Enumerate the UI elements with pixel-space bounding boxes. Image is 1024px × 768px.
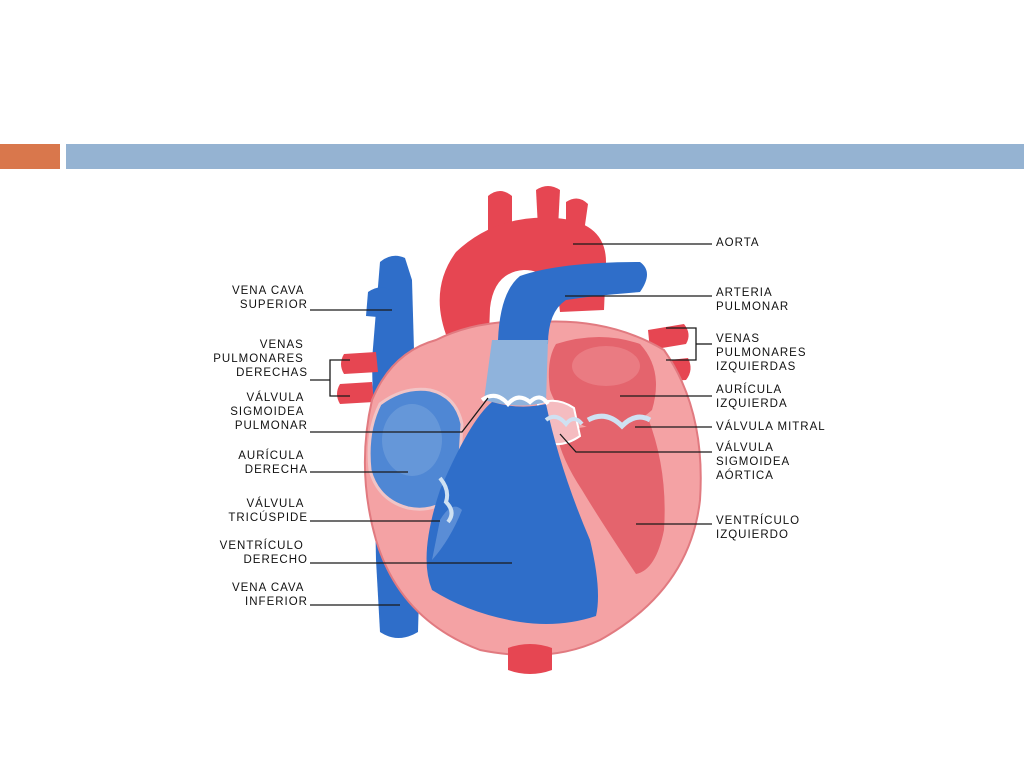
pulmonary-artery-vessel — [498, 262, 647, 344]
label-venas-pulmonares-izquierdas: VENAS PULMONARES IZQUIERDAS — [716, 333, 811, 373]
left-ventricle-chamber — [556, 418, 665, 574]
left-pulmonary-vein-upper — [648, 324, 689, 350]
tricuspid-valve-cusps — [438, 476, 454, 524]
label-valvula-tricuspide: VÁLVULA TRICÚSPIDE — [228, 497, 308, 524]
aortic-valve-cusps — [544, 414, 584, 428]
pulmonary-valve-cusps — [480, 393, 550, 408]
label-vena-cava-superior: VENA CAVA SUPERIOR — [232, 285, 308, 311]
label-valvula-sigmoidea-aortica: VÁLVULA SIGMOIDEA AÓRTICA — [716, 441, 794, 482]
label-ventriculo-izquierdo: VENTRÍCULO IZQUIERDO — [716, 514, 804, 541]
leader-lines — [310, 243, 712, 606]
label-valvula-mitral: VÁLVULA MITRAL — [716, 420, 826, 433]
title-accent-blue-bar — [66, 144, 1024, 169]
heart-illustration — [337, 186, 702, 674]
right-ventricle-chamber — [426, 402, 598, 624]
label-arteria-pulmonar: ARTERIA PULMONAR — [716, 287, 789, 313]
right-pulmonary-vein-lower — [337, 382, 374, 404]
label-vena-cava-inferior: VENA CAVA INFERIOR — [232, 582, 308, 608]
label-auricula-derecha: AURÍCULA DERECHA — [238, 449, 308, 476]
label-valvula-sigmoidea-pulmonar: VÁLVULA SIGMOIDEA PULMONAR — [230, 391, 308, 432]
title-accent-orange-bar — [0, 144, 60, 169]
label-aorta: AORTA — [716, 237, 760, 249]
label-auricula-izquierda: AURÍCULA IZQUIERDA — [716, 383, 788, 410]
label-venas-pulmonares-derechas: VENAS PULMONARES DERECHAS — [213, 339, 308, 379]
right-pulmonary-vein-upper — [341, 352, 378, 374]
label-ventriculo-derecho: VENTRÍCULO DERECHO — [220, 539, 308, 566]
mitral-valve-cusps — [586, 413, 652, 430]
